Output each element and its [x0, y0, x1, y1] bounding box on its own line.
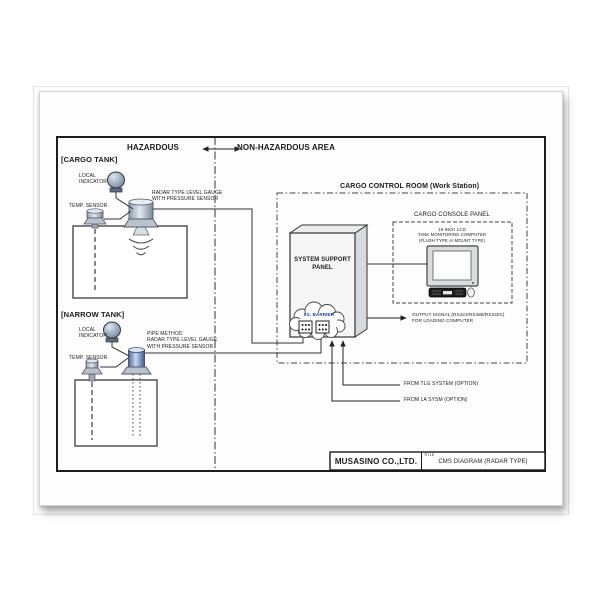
- area-label-non-hazardous: NON-HAZARDOUS AREA: [237, 143, 335, 152]
- drawing-title: CMS DIAGRAM (RADAR TYPE): [438, 459, 528, 465]
- mouse: [467, 287, 475, 298]
- cargo-radar-gauge: [123, 198, 159, 236]
- console-panel-title: CARGO CONSOLE PANEL: [414, 212, 490, 218]
- narrow-local-indicator-label: LOCAL INDICATOR: [79, 327, 107, 340]
- wire-narrow-to-panel: [145, 336, 322, 354]
- company-name: MUSASINO CO.,LTD.: [334, 456, 418, 466]
- cargo-local-indicator-label: LOCAL INDICATOR: [79, 173, 107, 186]
- cargo-tank-graphic: [72, 225, 188, 299]
- diagram-border: [56, 136, 546, 472]
- cargo-gauge-label: RADAR TYPE LEVEL GAUGE WITH PRESSURE SEN…: [152, 190, 223, 203]
- narrow-tank-title: [NARROW TANK]: [61, 310, 125, 319]
- area-label-hazardous: HAZARDOUS: [126, 143, 179, 152]
- input-la-label: FROM LA SYSM (OPTION): [404, 397, 468, 403]
- cargo-local-indicator: [104, 171, 134, 220]
- cargo-temp-sensor-label: TEMP. SENSOR: [69, 203, 108, 209]
- wire-cargo-to-panel: [153, 208, 304, 344]
- system-support-panel-label: SYSTEM SUPPORT PANEL: [294, 257, 351, 271]
- narrow-tank-graphic: [74, 379, 158, 447]
- title-field-label: TITLE: [424, 452, 435, 457]
- cargo-sound-waves: [128, 238, 154, 256]
- wire-input-la: [329, 340, 400, 402]
- output-signal-label: OUTPUT SIGNAL (RS422/RS485/RS232C) FOR L…: [412, 312, 505, 323]
- console-panel-boundary: [392, 221, 513, 304]
- narrow-temp-sensor: [81, 357, 129, 382]
- cargo-tank-title: [CARGO TANK]: [61, 155, 118, 164]
- title-block-frame: [329, 451, 546, 471]
- lcd-monitor: [426, 245, 479, 287]
- input-tlg-label: FROM TLG SYSTEM (OPTION): [404, 381, 478, 387]
- monitor-computer-label: 19 INCH LCD TANK MONITORING COMPUTER (FL…: [417, 227, 487, 243]
- wire-input-tlg: [340, 340, 400, 386]
- control-room-boundary: [276, 192, 528, 364]
- narrow-gauge-label: PIPE METHOD RADAR TYPE LEVEL GAUGE WITH …: [147, 331, 218, 350]
- narrow-temp-sensor-label: TEMP. SENSOR: [69, 355, 108, 361]
- barrier-terminal-blocks: [298, 320, 330, 334]
- narrow-radar-gauge-pipe: [121, 347, 152, 438]
- narrow-local-indicator: [103, 321, 130, 357]
- cargo-temp-sensor: [83, 208, 107, 229]
- control-room-title: CARGO CONTROL ROOM (Work Station): [340, 183, 480, 190]
- is-barrier-label: I.S. BARRIER: [303, 312, 335, 317]
- keyboard: [428, 287, 467, 298]
